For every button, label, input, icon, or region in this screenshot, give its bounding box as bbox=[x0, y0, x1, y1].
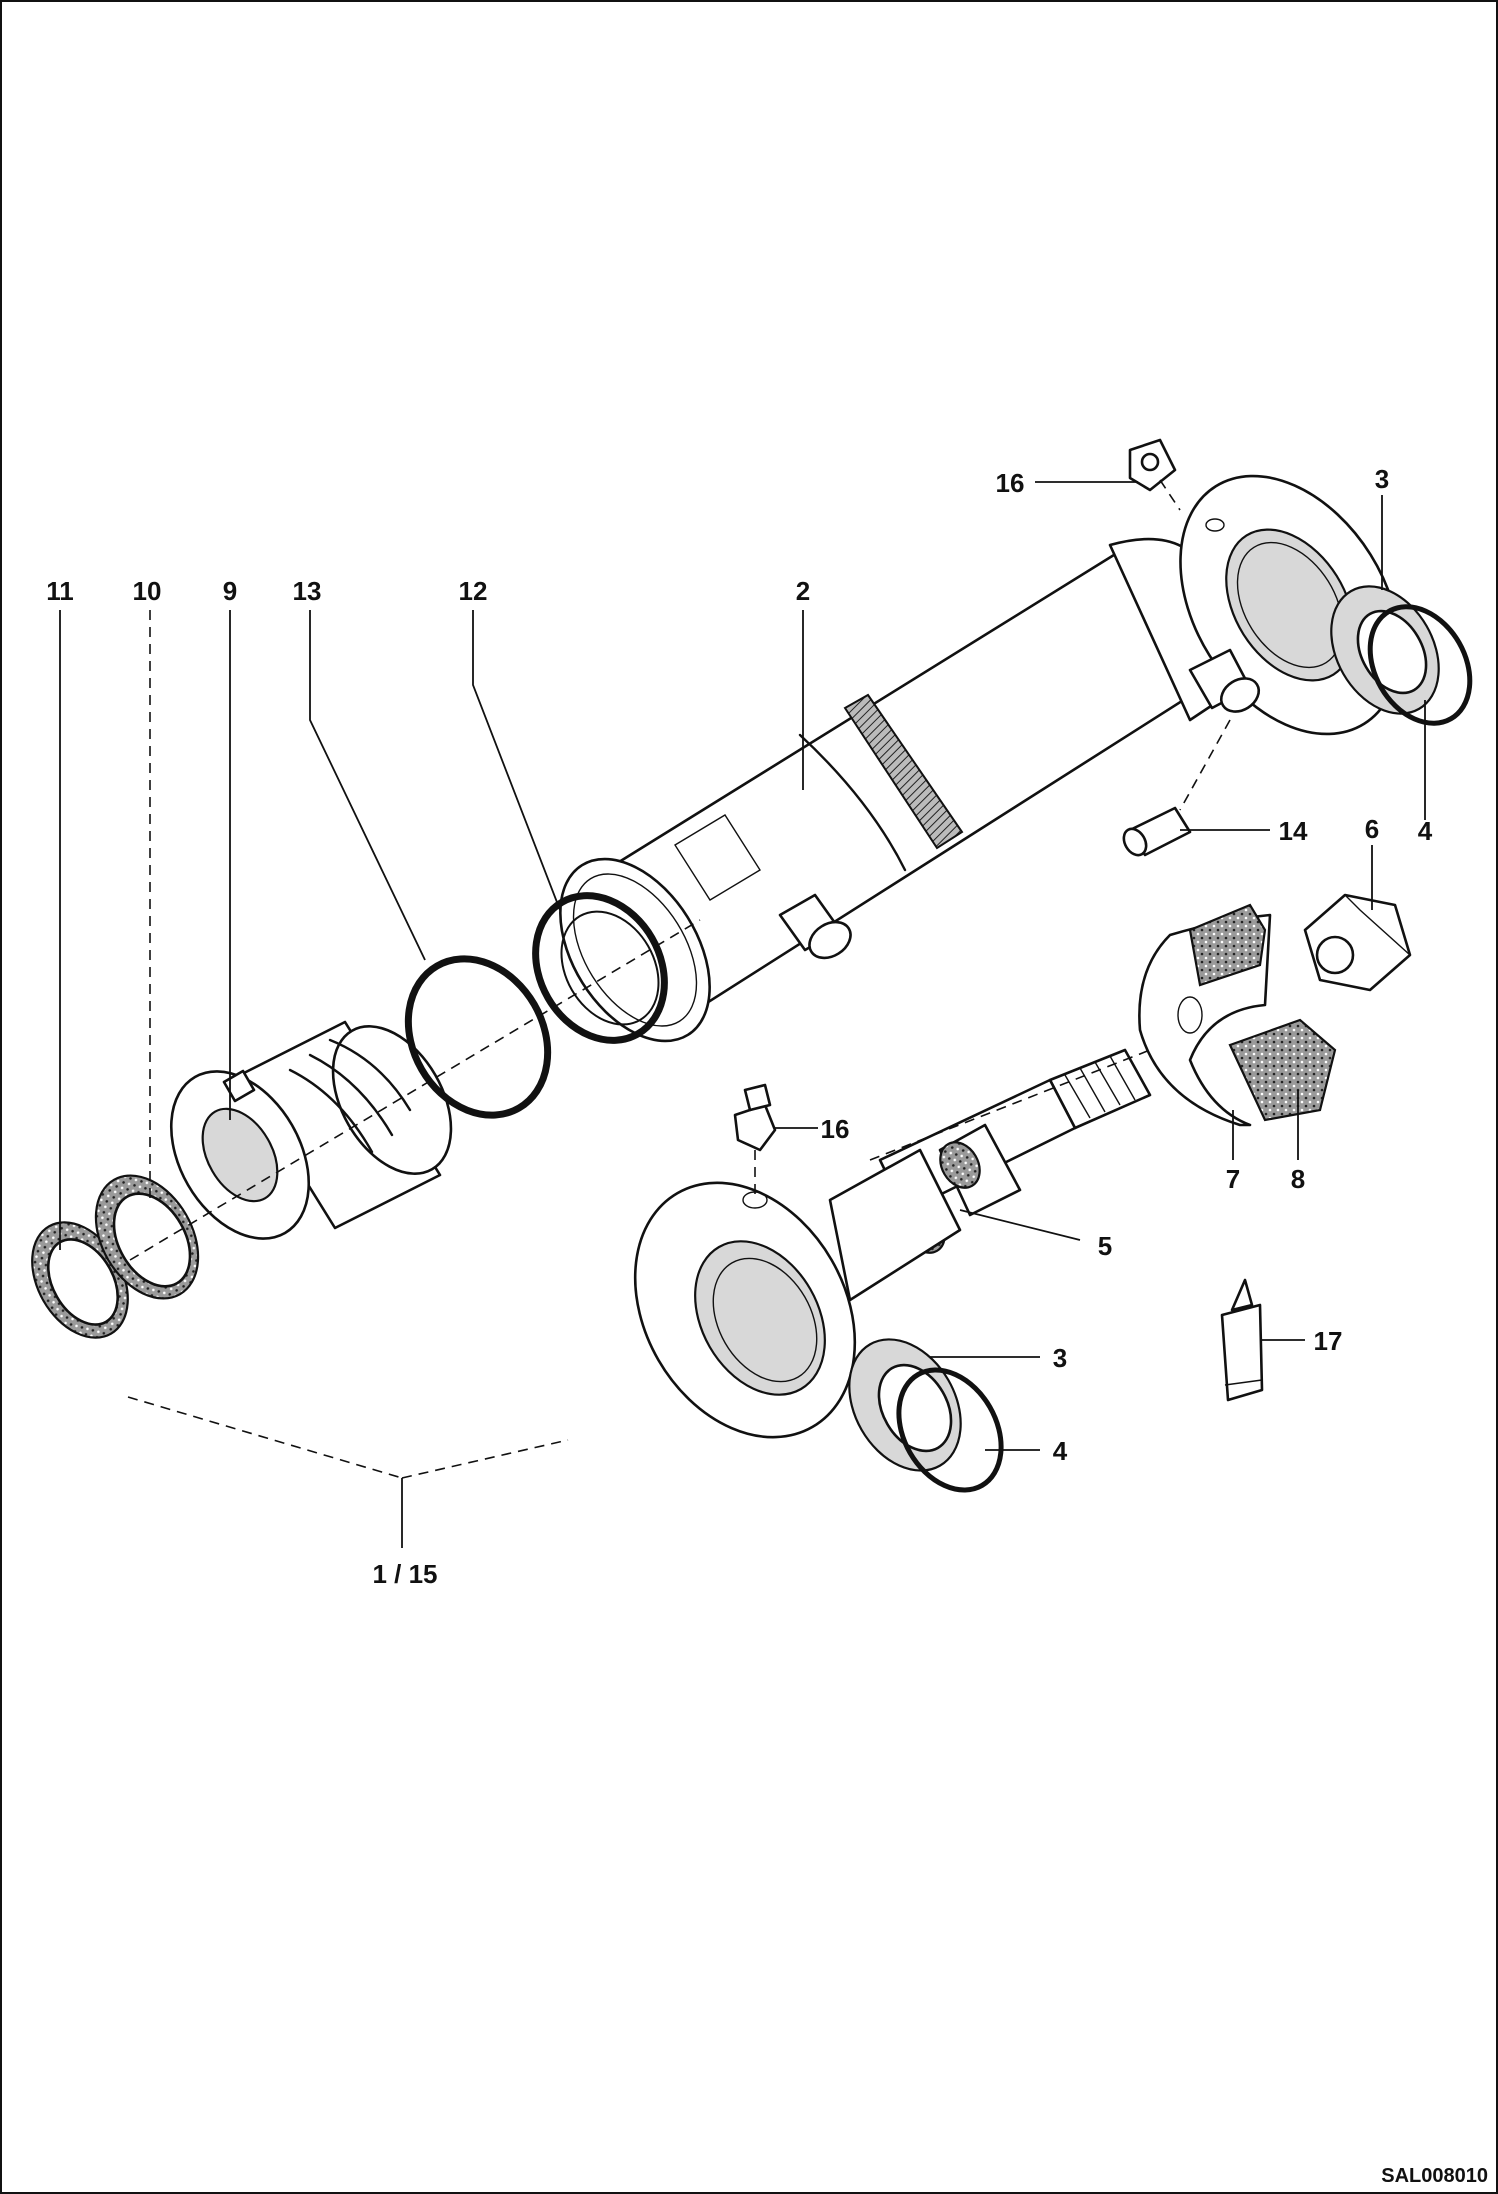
callout-13: 13 bbox=[293, 576, 322, 606]
callout-7: 7 bbox=[1226, 1164, 1240, 1194]
grease-nipple-14 bbox=[1122, 719, 1231, 857]
callout-16-top: 16 bbox=[996, 468, 1025, 498]
callout-3-rear: 3 bbox=[1375, 464, 1389, 494]
callout-16-lower: 16 bbox=[821, 1114, 850, 1144]
callout-3-front: 3 bbox=[1053, 1343, 1067, 1373]
callout-4-rear: 4 bbox=[1418, 816, 1433, 846]
drawing-code: SAL008010 bbox=[1381, 2165, 1488, 2187]
callout-labels: 11 10 9 13 12 2 16 3 4 14 6 7 8 5 16 17 … bbox=[46, 464, 1433, 1589]
circlip-front bbox=[896, 1367, 1004, 1493]
grease-tube bbox=[1220, 1278, 1264, 1402]
hex-nut bbox=[1303, 893, 1412, 992]
callout-12: 12 bbox=[459, 576, 488, 606]
grease-nipple-lower bbox=[733, 1083, 777, 1195]
callout-8: 8 bbox=[1291, 1164, 1305, 1194]
callout-2: 2 bbox=[796, 576, 810, 606]
cylinder-head bbox=[169, 1020, 453, 1240]
grease-nipple-top bbox=[1128, 438, 1181, 511]
split-collar bbox=[1138, 903, 1337, 1127]
piston-rod bbox=[633, 1048, 1152, 1439]
callout-10: 10 bbox=[133, 576, 162, 606]
callout-11: 11 bbox=[46, 576, 74, 606]
callout-17: 17 bbox=[1314, 1326, 1343, 1356]
o-ring-13 bbox=[404, 955, 552, 1119]
guide-ring bbox=[94, 1174, 200, 1300]
callout-6: 6 bbox=[1365, 814, 1379, 844]
cylinder-tube bbox=[559, 474, 1401, 1043]
callout-4-front: 4 bbox=[1053, 1436, 1068, 1466]
o-ring-12 bbox=[532, 892, 668, 1044]
callout-assembly: 1 / 15 bbox=[372, 1559, 437, 1589]
leader-lines bbox=[59, 481, 1426, 1548]
callout-5: 5 bbox=[1098, 1231, 1112, 1261]
callout-9: 9 bbox=[223, 576, 237, 606]
circlip-rear bbox=[1367, 604, 1473, 726]
callout-14: 14 bbox=[1279, 816, 1308, 846]
